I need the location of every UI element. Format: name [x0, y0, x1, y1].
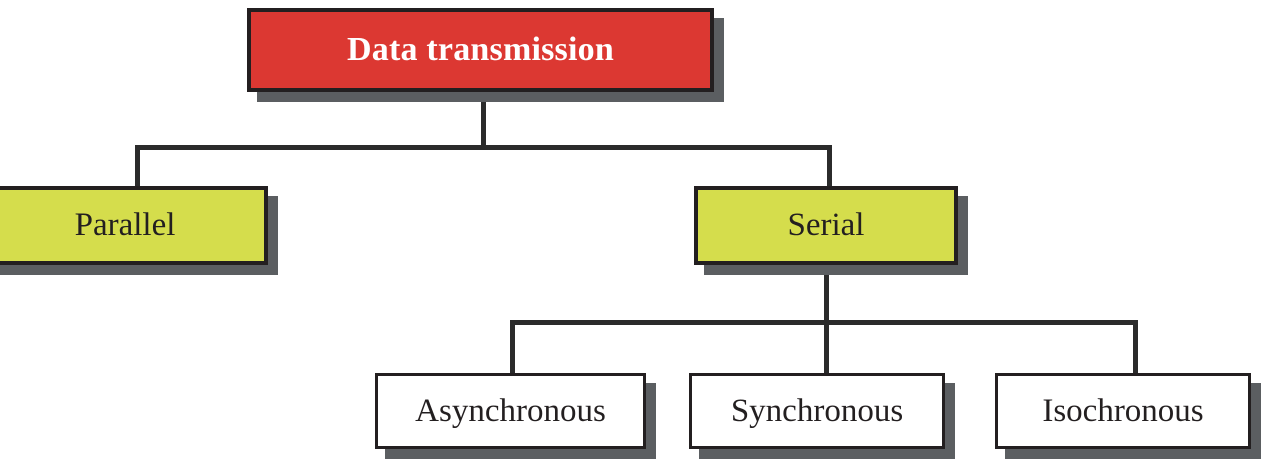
node-parallel[interactable]: Parallel — [0, 186, 268, 265]
node-asynchronous[interactable]: Asynchronous — [375, 373, 646, 449]
node-asynchronous-label: Asynchronous — [415, 392, 606, 429]
node-isochronous-label: Isochronous — [1042, 392, 1204, 429]
connector-to-serial — [827, 145, 832, 190]
connector-root-stem — [481, 92, 486, 150]
connector-to-isochronous — [1133, 320, 1138, 377]
node-isochronous[interactable]: Isochronous — [995, 373, 1251, 449]
connector-level2-bus — [135, 145, 832, 150]
node-parallel-label: Parallel — [74, 207, 176, 243]
node-data-transmission[interactable]: Data transmission — [247, 8, 714, 92]
node-data-transmission-label: Data transmission — [347, 31, 614, 68]
connector-to-asynchronous — [510, 320, 515, 377]
connector-serial-stem — [824, 265, 829, 325]
node-synchronous[interactable]: Synchronous — [689, 373, 945, 449]
node-serial-label: Serial — [787, 207, 865, 243]
node-synchronous-label: Synchronous — [730, 392, 904, 429]
connector-to-synchronous — [824, 320, 829, 377]
connector-to-parallel — [135, 145, 140, 190]
node-serial[interactable]: Serial — [694, 186, 958, 265]
